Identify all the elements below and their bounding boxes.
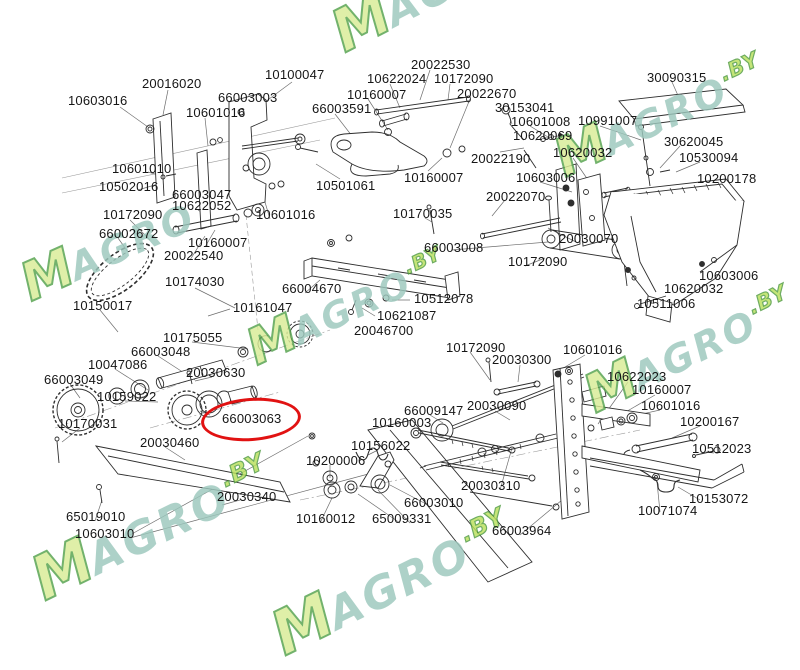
part-label: 10603010 [75,526,135,541]
part-label: 10603006 [516,170,576,185]
right-arm-assembly [589,432,745,493]
part-label: 20030460 [140,435,200,450]
part-label: 10601008 [511,114,571,129]
part-label: 10603016 [68,93,128,108]
part-label: 10603006 [699,268,759,283]
blade-assembly [54,419,560,583]
part-label: 10172090 [446,340,506,355]
part-label: 20022670 [457,86,517,101]
part-label: 10172090 [434,71,494,86]
part-label: 10159022 [97,389,157,404]
part-label: 10620032 [553,145,613,160]
part-label: 66004670 [282,281,342,296]
part-label: 30620045 [664,134,724,149]
part-label: 65009331 [372,511,432,526]
part-label: 10991007 [578,113,638,128]
part-label: 20030630 [186,365,246,380]
part-label: 10601010 [112,161,172,176]
pulley-unit [167,370,258,430]
part-label: 10172090 [508,254,568,269]
bracket-assembly [145,93,306,230]
part-label: 10601016 [256,207,316,222]
part-label: 10047086 [88,357,148,372]
part-label: 66003003 [218,90,278,105]
part-label: 10170035 [393,206,453,221]
upper-lever-assembly [295,95,562,177]
part-label: 10200006 [306,453,366,468]
part-label: 10621087 [377,308,437,323]
diagram-artwork [52,69,746,583]
part-label: 10170031 [58,416,118,431]
part-label: 10156022 [351,438,411,453]
part-label: 10620069 [513,128,573,143]
part-label: 66003047 [172,187,232,202]
part-label: 66002672 [99,226,159,241]
part-label: 10502016 [99,179,159,194]
part-label: 66003591 [312,101,372,116]
part-label: 10620032 [664,281,724,296]
part-label: 10150017 [73,298,133,313]
part-label: 66009147 [404,403,464,418]
part-label: 66003008 [424,240,484,255]
part-label: 20030340 [217,489,277,504]
part-label-highlighted: 66003063 [222,411,282,426]
part-label: 66003048 [131,344,191,359]
part-label: 20030070 [559,231,619,246]
part-label: 66003049 [44,372,104,387]
bottom-mechanism [322,357,701,520]
part-label: 20046700 [354,323,414,338]
part-label: 10160012 [296,511,356,526]
part-label: 10160003 [372,415,432,430]
part-label: 66003010 [404,495,464,510]
part-label: 66003964 [492,523,552,538]
part-label: 10160007 [404,170,464,185]
part-label: 10601016 [641,398,701,413]
part-label: 65019010 [66,509,126,524]
shaft-train [52,320,314,436]
part-label: 20030310 [461,478,521,493]
part-label: 10153072 [689,491,749,506]
part-label: 20022070 [486,189,546,204]
part-label: 10172090 [103,207,163,222]
part-label: 20022530 [411,57,471,72]
part-label: 20022190 [471,151,531,166]
part-label: 10160007 [347,87,407,102]
part-label: 30090315 [647,70,707,85]
part-label: 10100047 [265,67,325,82]
part-label: 10160007 [188,235,248,250]
part-label: 10175055 [163,330,223,345]
part-label: 10160007 [632,382,692,397]
hopper-assembly [555,88,746,323]
part-label: 10071074 [638,503,698,518]
part-label: 10161047 [233,300,293,315]
part-label: 20030090 [467,398,527,413]
part-label: 10601016 [186,105,246,120]
part-label: 10601016 [563,342,623,357]
diagram-page: MAGROMAGRO.BYMAGROMAGRO.BYMAGRO.BYMAGRO.… [10,0,792,670]
part-label: 10200178 [697,171,757,186]
upper-shaft [172,203,265,235]
center-channel [303,234,461,315]
part-label: 10512023 [692,441,752,456]
part-label: 10174030 [165,274,225,289]
part-label: 20022540 [164,248,224,263]
part-label: 10622024 [367,71,427,86]
part-label: 20016020 [142,76,202,91]
part-label: 10512078 [414,291,474,306]
part-label: 20030300 [492,352,552,367]
part-label: 10200167 [680,414,740,429]
part-label: 10530094 [679,150,739,165]
part-label: 30153041 [495,100,555,115]
chain [85,242,155,302]
part-label: 10622052 [172,198,232,213]
part-label: 10622023 [607,369,667,384]
part-label: 10511006 [637,296,696,311]
part-label: 10501061 [316,178,376,193]
